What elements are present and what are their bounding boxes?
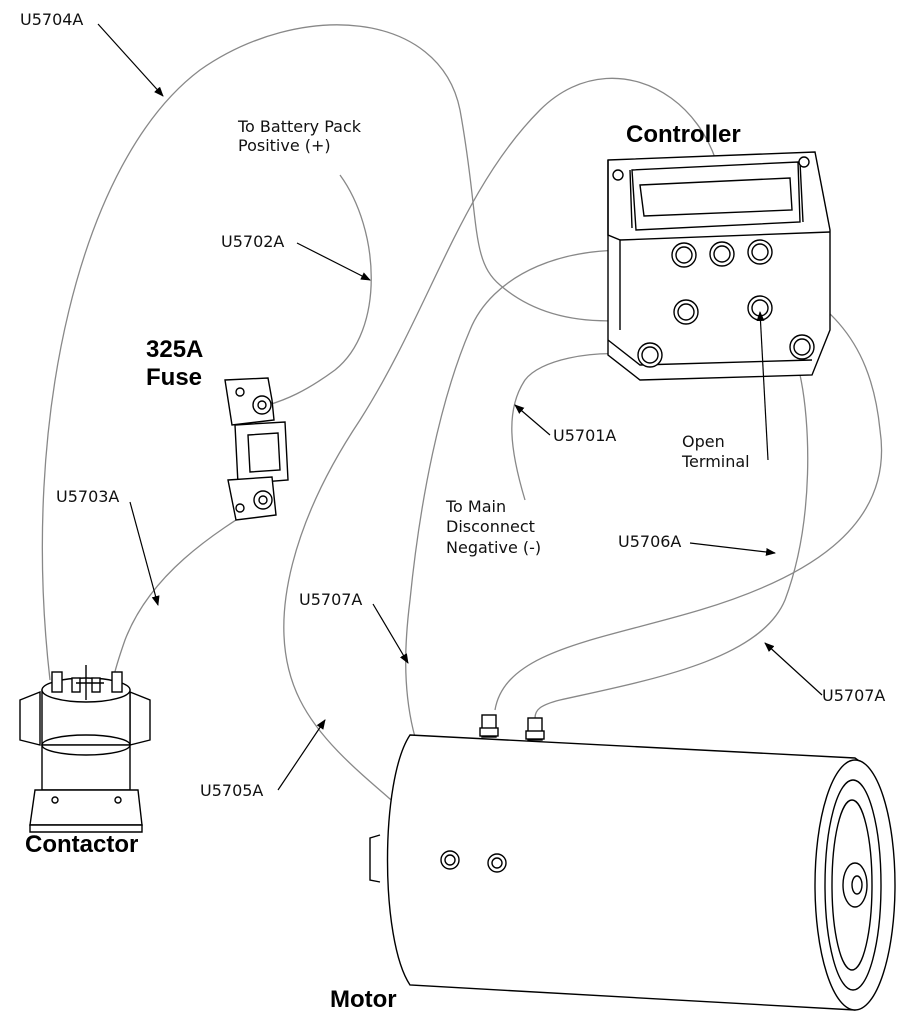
note-battery-line1: To Battery Pack xyxy=(238,117,362,136)
wire-label-u5706a: U5706A xyxy=(618,532,682,551)
note-battery-line2: Positive (+) xyxy=(238,136,331,155)
fuse-rating-label: 325A xyxy=(146,336,204,363)
leader-u5707a-left xyxy=(372,603,409,664)
wire-u5706a xyxy=(494,264,883,711)
fuse-unit xyxy=(224,377,289,521)
wire-label-u5701a: U5701A xyxy=(553,426,617,445)
wire-label-u5703a: U5703A xyxy=(56,487,120,506)
leader-u5707a-right xyxy=(764,642,823,696)
note-open-line1: Open xyxy=(682,432,725,451)
leader-u5704a xyxy=(97,23,164,97)
wire-label-u5702a: U5702A xyxy=(221,232,285,251)
motor-unit xyxy=(369,714,896,1011)
leader-u5702a xyxy=(296,242,371,281)
leader-u5706a xyxy=(689,542,776,556)
controller-label: Controller xyxy=(626,121,741,148)
wire-label-u5707a-left: U5707A xyxy=(299,590,363,609)
wire-u5704a xyxy=(41,24,681,681)
leader-u5705a xyxy=(277,719,326,791)
wire-label-u5704a: U5704A xyxy=(20,10,84,29)
wire-label-u5707a-right: U5707A xyxy=(822,686,886,705)
fuse-label: Fuse xyxy=(146,364,203,391)
note-open-line2: Terminal xyxy=(682,452,750,471)
note-main-line1: To Main xyxy=(446,497,507,516)
wire-u5703a xyxy=(112,499,269,681)
wire-u5702a xyxy=(267,174,372,406)
note-main-line3: Negative (-) xyxy=(446,538,542,557)
contactor-label: Contactor xyxy=(25,831,139,858)
wire-label-u5705a: U5705A xyxy=(200,781,264,800)
wire-u5707a-right xyxy=(534,374,809,719)
note-main-line2: Disconnect xyxy=(446,517,535,536)
motor-label: Motor xyxy=(330,986,397,1013)
leader-open-terminal xyxy=(756,311,769,461)
leader-u5703a xyxy=(129,501,160,606)
wire-u5701a xyxy=(511,353,636,501)
controller-unit xyxy=(607,151,831,381)
leader-u5701a xyxy=(514,404,551,436)
contactor-unit xyxy=(19,665,151,833)
